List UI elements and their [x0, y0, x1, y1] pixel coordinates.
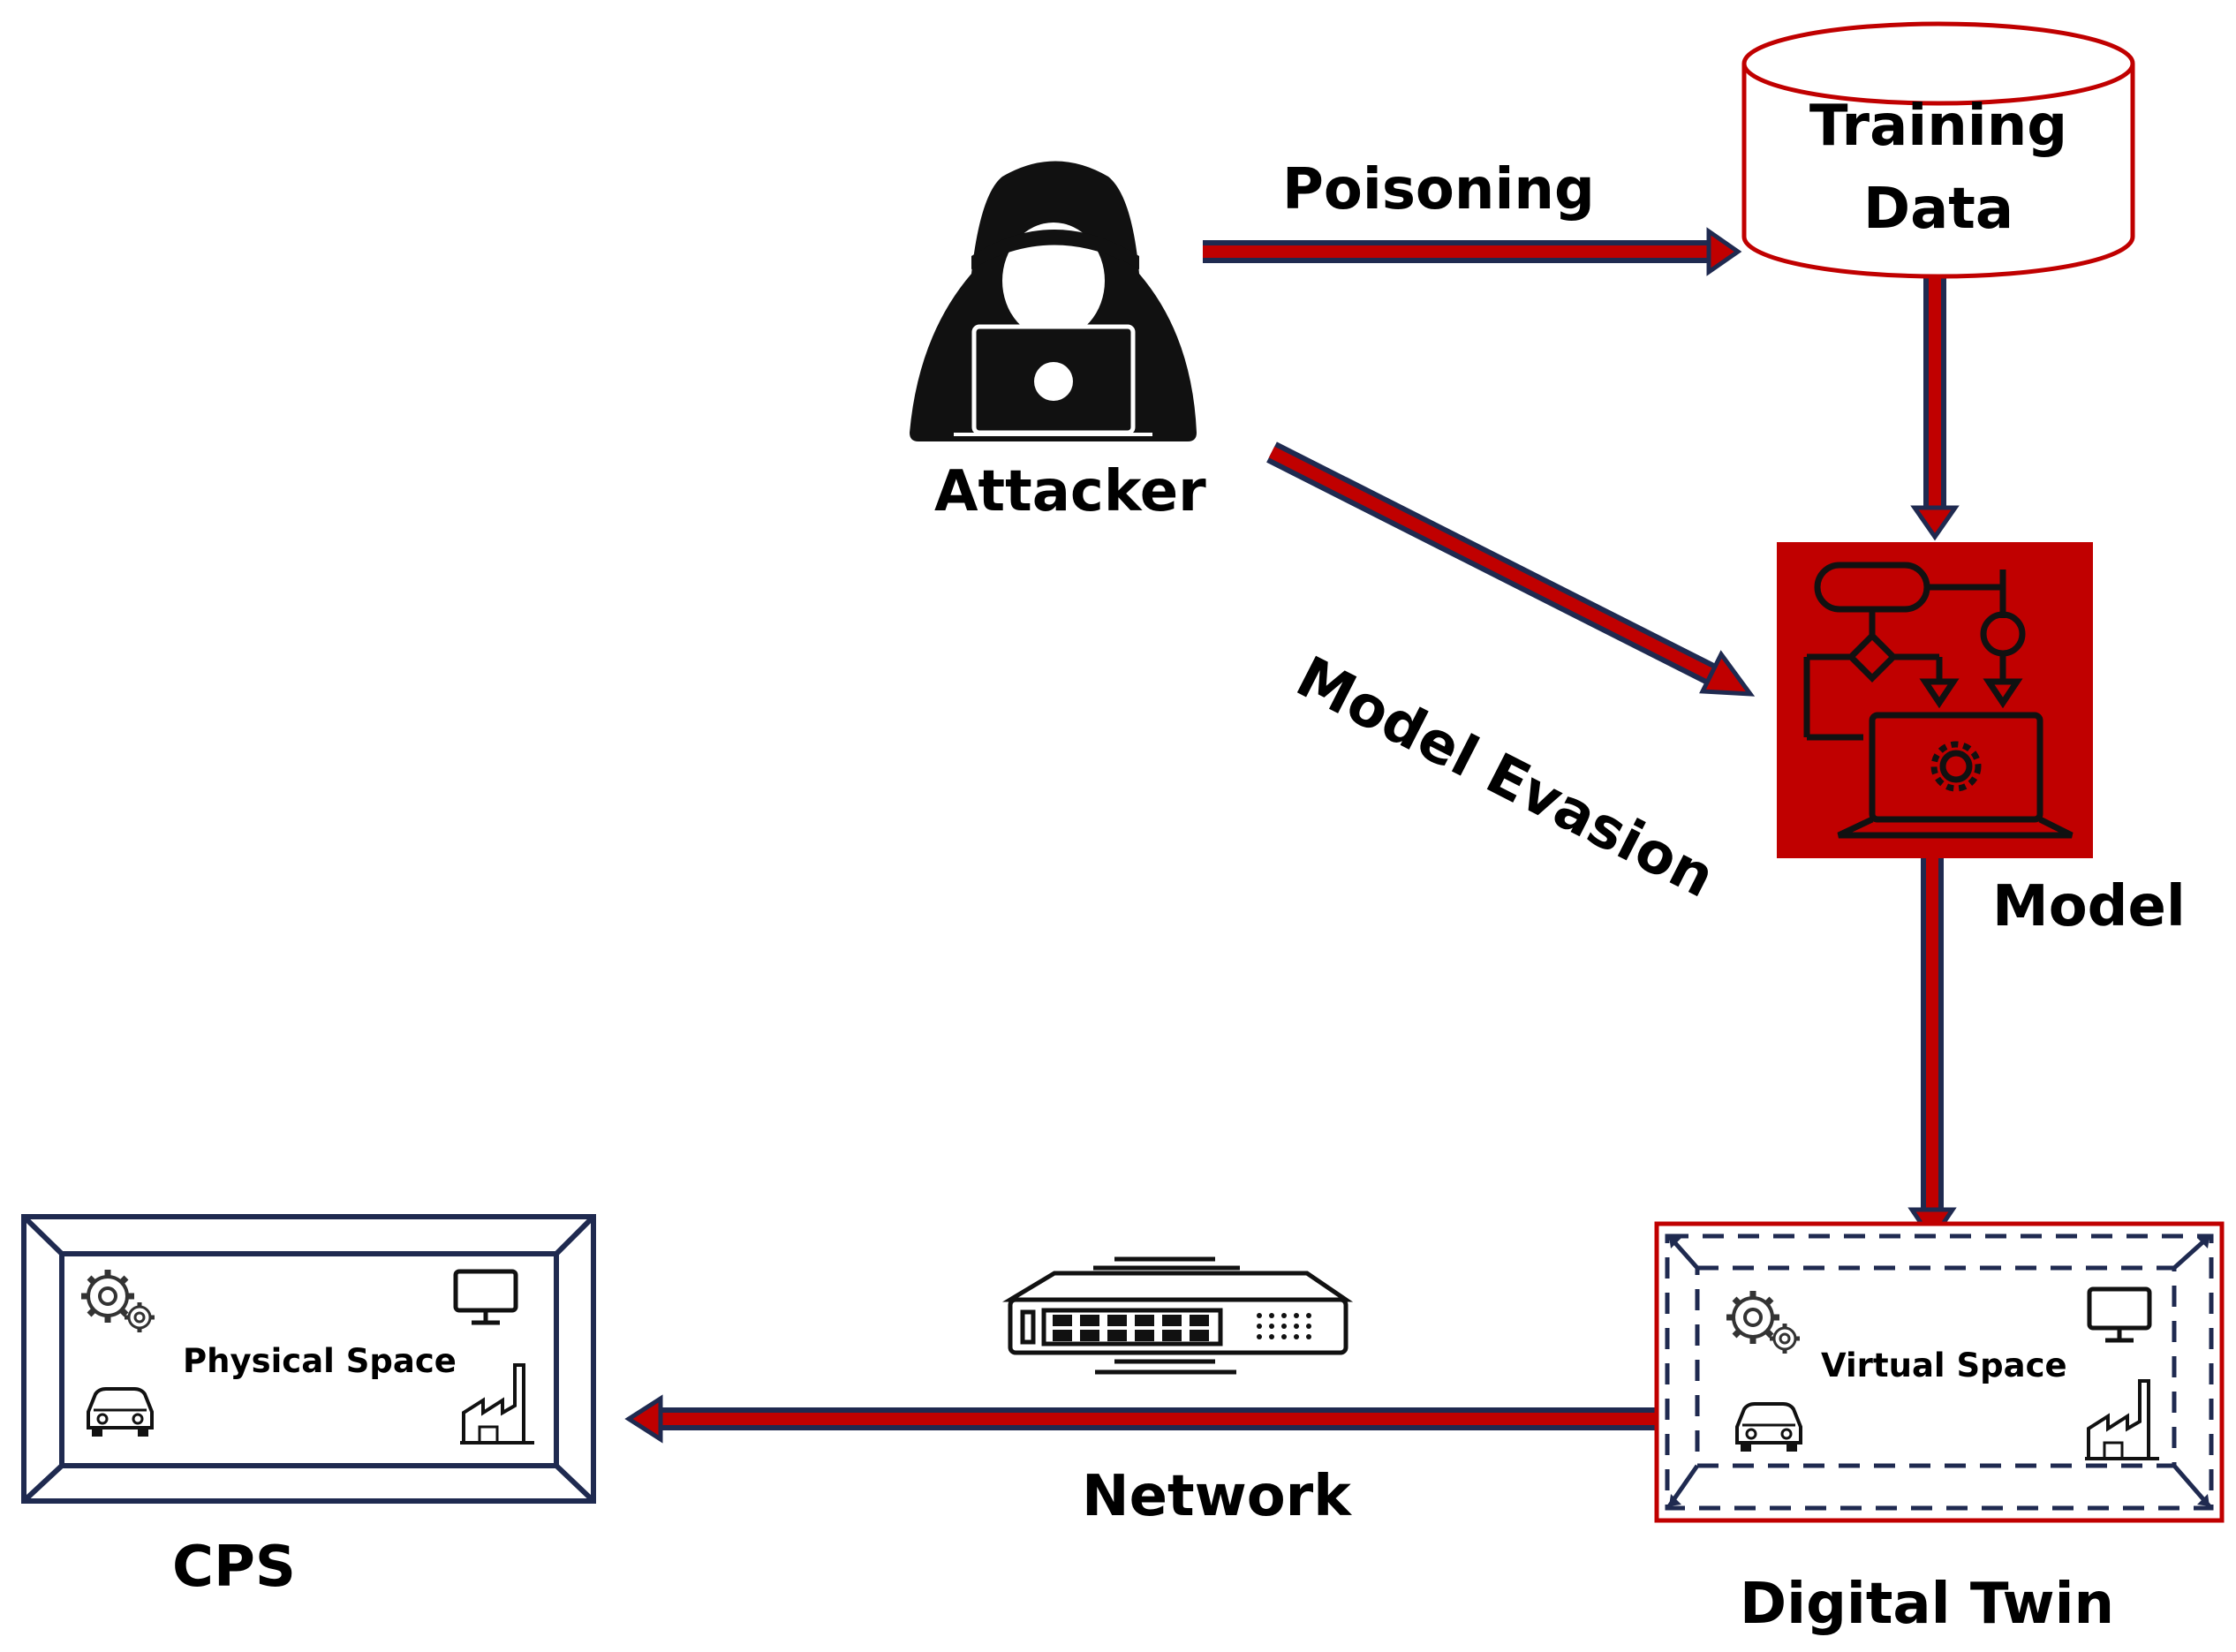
- cps-label: CPS: [172, 1535, 296, 1600]
- training-data-label-line1: Training: [1809, 94, 2068, 159]
- hooded-hacker-laptop-icon: [910, 161, 1197, 441]
- model-to-twin-arrow: [1907, 830, 1957, 1244]
- data-to-model-arrow: [1910, 272, 1960, 541]
- training-data-label-line2: Data: [1862, 177, 2014, 242]
- network-label: Network: [1082, 1464, 1351, 1529]
- network-switch-icon: [1001, 1256, 1354, 1375]
- digital-twin-frame: [1654, 1221, 2225, 1523]
- model-label: Model: [1992, 874, 2186, 939]
- flowchart-laptop-gear-icon: [1777, 542, 2093, 858]
- attacker-label: Attacker: [934, 459, 1206, 524]
- model-evasion-arrow: [1266, 441, 1756, 697]
- physical-space-label: Physical Space: [183, 1342, 457, 1380]
- digital-twin-label: Digital Twin: [1740, 1572, 2115, 1637]
- cps-frame: [21, 1214, 596, 1504]
- network-arrow: [624, 1394, 1660, 1444]
- poisoning-label: Poisoning: [1282, 157, 1595, 223]
- virtual-space-label: Virtual Space: [1821, 1346, 2067, 1384]
- poisoning-arrow: [1203, 227, 1742, 276]
- database-cylinder-icon: [1741, 21, 2135, 279]
